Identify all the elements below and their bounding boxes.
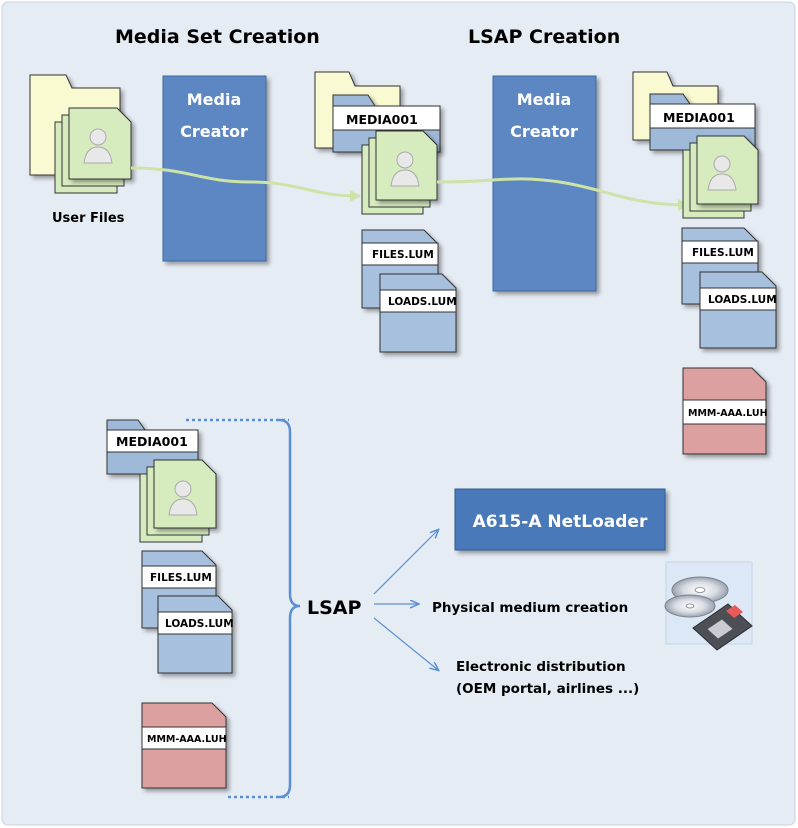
document-icon: LOADS.LUM [157, 595, 234, 674]
media-creator-box-1: Media Creator [162, 75, 267, 262]
lsap-contents-group: MEDIA001 FILES.LUM LOADS.LUM MMM-AAA.LUH [106, 419, 234, 789]
files-lum-label-2: FILES.LUM [692, 247, 754, 259]
electronic-distribution-line2: (OEM portal, airlines ...) [456, 681, 639, 697]
document-icon: LOADS.LUM [379, 273, 457, 353]
media-creator-label-1: Media [187, 90, 242, 109]
media-set-group: MEDIA001 FILES.LUM LOADS.LUM [314, 71, 457, 353]
document-icon: LOADS.LUM [699, 271, 777, 349]
loads-lum-label-3: LOADS.LUM [165, 618, 234, 630]
media-creator-label-4: Creator [510, 122, 578, 141]
floppy-disk-icon [692, 603, 753, 651]
folder-label-2: MEDIA001 [663, 110, 735, 125]
physical-medium-label: Physical medium creation [432, 600, 628, 616]
files-lum-label-3: FILES.LUM [150, 572, 212, 584]
flow-arrow-2 [436, 177, 689, 211]
arrow-to-netloader [373, 530, 438, 595]
document-icon: MMM-AAA.LUH [682, 367, 768, 455]
loads-lum-label-1: LOADS.LUM [388, 296, 457, 308]
user-icon [83, 128, 113, 164]
luh-label-1: MMM-AAA.LUH [688, 408, 768, 419]
heading-lsap-creation: LSAP Creation [468, 26, 620, 48]
user-icon [390, 151, 420, 187]
media-creator-box-2: Media Creator [492, 75, 597, 292]
heading-media-set-creation: Media Set Creation [115, 26, 320, 48]
document-icon: MMM-AAA.LUH [141, 702, 227, 789]
lsap-label: LSAP [307, 597, 361, 619]
loads-lum-label-2: LOADS.LUM [708, 294, 777, 306]
folder-label-1: MEDIA001 [346, 112, 418, 127]
media-creator-label-3: Media [517, 90, 572, 109]
folder-label-3: MEDIA001 [116, 434, 188, 449]
user-icon [707, 155, 737, 191]
files-lum-label-1: FILES.LUM [372, 249, 434, 261]
luh-label-2: MMM-AAA.LUH [147, 734, 227, 745]
netloader-label: A615-A NetLoader [473, 512, 648, 532]
cd-disc-icon [664, 576, 729, 618]
lsap-bracket [278, 418, 301, 799]
user-icon [168, 480, 198, 516]
electronic-distribution-line1: Electronic distribution [456, 659, 626, 675]
flow-arrow-1 [130, 166, 361, 202]
media-creator-label-2: Creator [180, 122, 248, 141]
arrow-to-electronic-distribution [373, 617, 438, 670]
user-files-group: User Files [29, 74, 132, 226]
user-files-label: User Files [52, 211, 125, 226]
media-illustration [664, 561, 753, 651]
netloader-box: A615-A NetLoader [454, 488, 666, 551]
lsap-group: MEDIA001 FILES.LUM LOADS.LUM MMM-AAA.LUH [632, 71, 777, 455]
